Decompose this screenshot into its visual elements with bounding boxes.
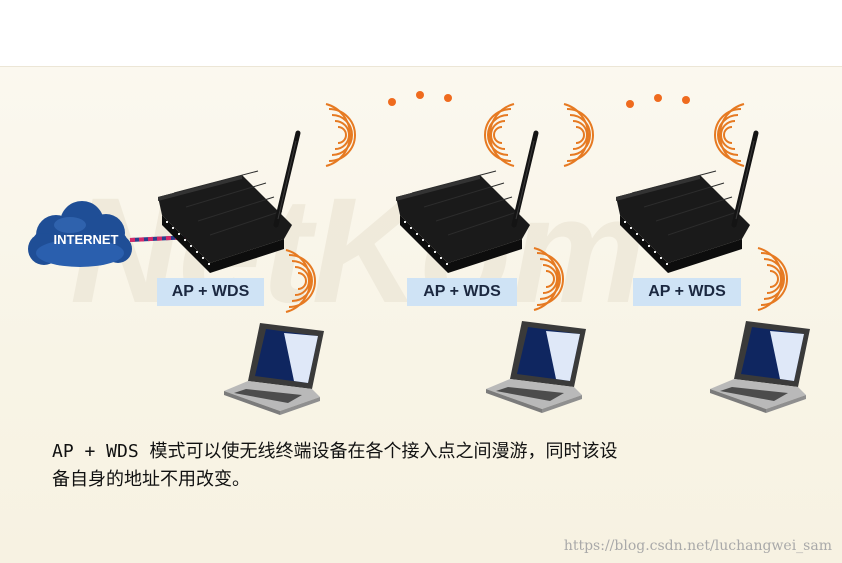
ap-wds-label-2: AP + WDS	[407, 278, 517, 306]
wifi-signal-icon	[714, 103, 745, 167]
ap-wds-label-1: AP + WDS	[157, 278, 264, 306]
wifi-signal-icon	[325, 103, 356, 167]
diagram-stage: NetKom INTERNET	[0, 66, 842, 563]
wifi-signal-icon	[563, 103, 594, 167]
description-text: AP + WDS 模式可以使无线终端设备在各个接入点之间漫游，同时该设 备自身的…	[52, 438, 742, 494]
internet-cloud	[28, 201, 132, 267]
description-line-1: AP + WDS 模式可以使无线终端设备在各个接入点之间漫游，同时该设	[52, 441, 618, 462]
laptop-2-icon	[486, 321, 586, 413]
ap-wds-label-3: AP + WDS	[633, 278, 741, 306]
source-watermark: https://blog.csdn.net/luchangwei_sam	[563, 538, 832, 554]
link-dots	[388, 91, 690, 108]
wds-diagram: NetKom INTERNET	[28, 91, 810, 415]
description-line-2: 备自身的地址不用改变。	[52, 469, 250, 490]
wifi-signal-icon	[484, 103, 515, 167]
laptop-1-icon	[224, 323, 324, 415]
laptop-3-icon	[710, 321, 810, 413]
internet-label: INTERNET	[54, 232, 119, 247]
svg-text:NetKom: NetKom	[70, 166, 645, 334]
wifi-signal-icon	[757, 247, 788, 311]
